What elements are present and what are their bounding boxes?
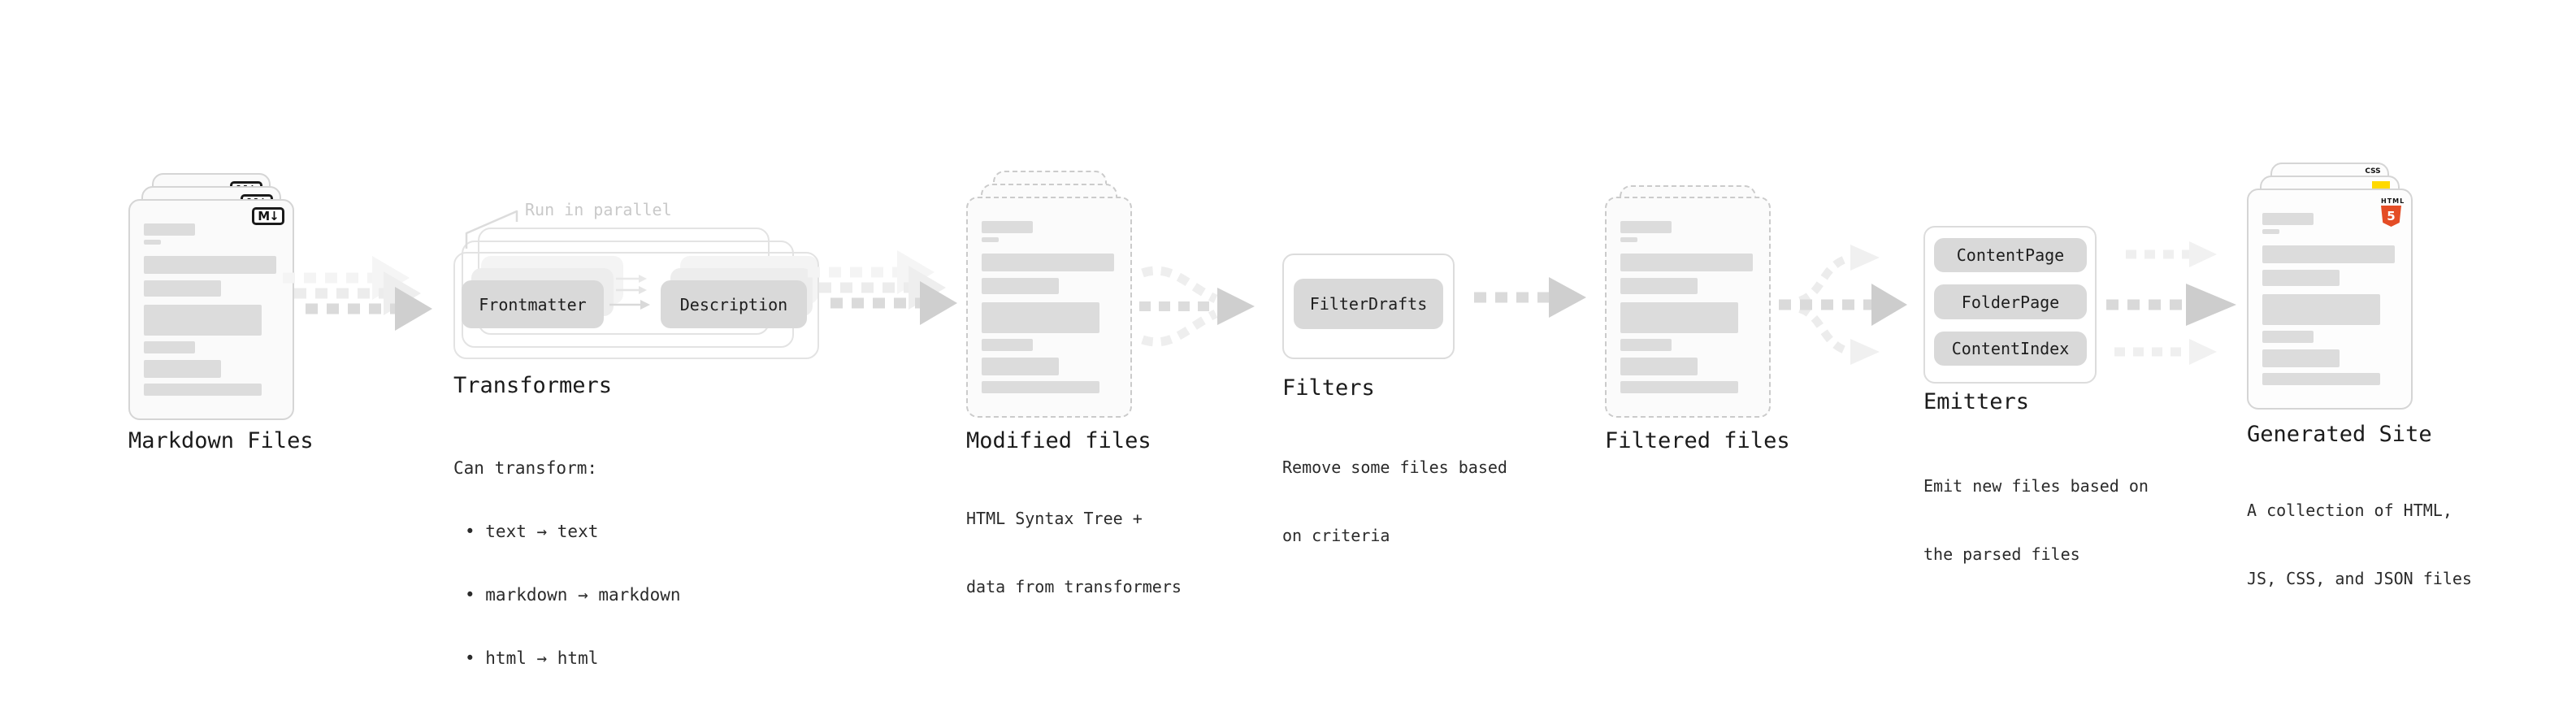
modified-files-label: Modified files bbox=[966, 428, 1151, 453]
flow-arrow-emitters-to-site bbox=[2106, 241, 2236, 365]
note-line: A collection of HTML, bbox=[2247, 501, 2452, 520]
bullet-item: • markdown → markdown bbox=[465, 585, 681, 605]
note-line: HTML Syntax Tree + bbox=[966, 509, 1143, 528]
can-transform-title: Can transform: bbox=[453, 458, 598, 478]
frontmatter-button: Frontmatter bbox=[462, 280, 604, 328]
contentindex-button: ContentIndex bbox=[1934, 332, 2087, 366]
markdown-file-card-front: M↓ bbox=[128, 199, 294, 420]
note-line: data from transformers bbox=[966, 577, 1182, 596]
flow-arrow-modified-to-filters bbox=[1139, 266, 1255, 347]
html5-icon: HTML 5 bbox=[2381, 197, 2404, 227]
generated-site-label: Generated Site bbox=[2247, 422, 2432, 447]
filtered-file-card-front bbox=[1605, 197, 1771, 418]
document-text-placeholder bbox=[2249, 190, 2411, 385]
document-text-placeholder bbox=[1607, 198, 1769, 393]
flow-arrow-transformers-to-modified bbox=[808, 250, 957, 325]
folderpage-button: FolderPage bbox=[1934, 284, 2087, 319]
flow-arrow-markdown-to-transformers bbox=[283, 256, 432, 331]
transformer-card-front bbox=[453, 252, 819, 359]
note-line: JS, CSS, and JSON files bbox=[2247, 569, 2472, 588]
parallel-callout-line bbox=[465, 210, 518, 249]
filters-label: Filters bbox=[1282, 375, 1375, 401]
filterdrafts-button: FilterDrafts bbox=[1294, 279, 1443, 329]
document-text-placeholder bbox=[130, 201, 293, 396]
note-line: Remove some files based bbox=[1282, 457, 1507, 477]
filters-note: Remove some files based on criteria bbox=[1282, 410, 1507, 592]
pipeline-diagram: M↓ M↓ M↓ Markdown Files bbox=[128, 163, 2472, 668]
transformers-label: Transformers bbox=[453, 373, 613, 398]
generated-site-note: A collection of HTML, JS, CSS, and JSON … bbox=[2247, 453, 2472, 635]
bullet-item: • html → html bbox=[465, 648, 599, 668]
note-line: on criteria bbox=[1282, 526, 1390, 545]
document-text-placeholder bbox=[968, 198, 1130, 393]
bullet-item: • text → text bbox=[465, 522, 599, 541]
transformers-note: Can transform: • text → text • markdown … bbox=[453, 415, 681, 711]
description-button: Description bbox=[661, 280, 807, 328]
site-file-card-html: HTML 5 bbox=[2247, 189, 2413, 410]
note-line: Emit new files based on bbox=[1923, 476, 2149, 496]
emitters-label: Emitters bbox=[1923, 389, 2030, 414]
markdown-icon: M↓ bbox=[252, 207, 284, 225]
filtered-files-label: Filtered files bbox=[1605, 428, 1790, 453]
modified-file-card-front bbox=[966, 197, 1132, 418]
flow-arrow-filters-to-filtered bbox=[1474, 277, 1586, 318]
transform-step-arrows bbox=[609, 275, 650, 310]
modified-files-note: HTML Syntax Tree + data from transformer… bbox=[966, 462, 1182, 644]
run-in-parallel-annotation: Run in parallel bbox=[525, 200, 672, 219]
emitters-note: Emit new files based on the parsed files bbox=[1923, 429, 2149, 611]
flow-arrow-filtered-to-emitters bbox=[1779, 245, 1907, 365]
contentpage-button: ContentPage bbox=[1934, 238, 2087, 272]
note-line: the parsed files bbox=[1923, 544, 2080, 564]
markdown-files-label: Markdown Files bbox=[128, 428, 314, 453]
